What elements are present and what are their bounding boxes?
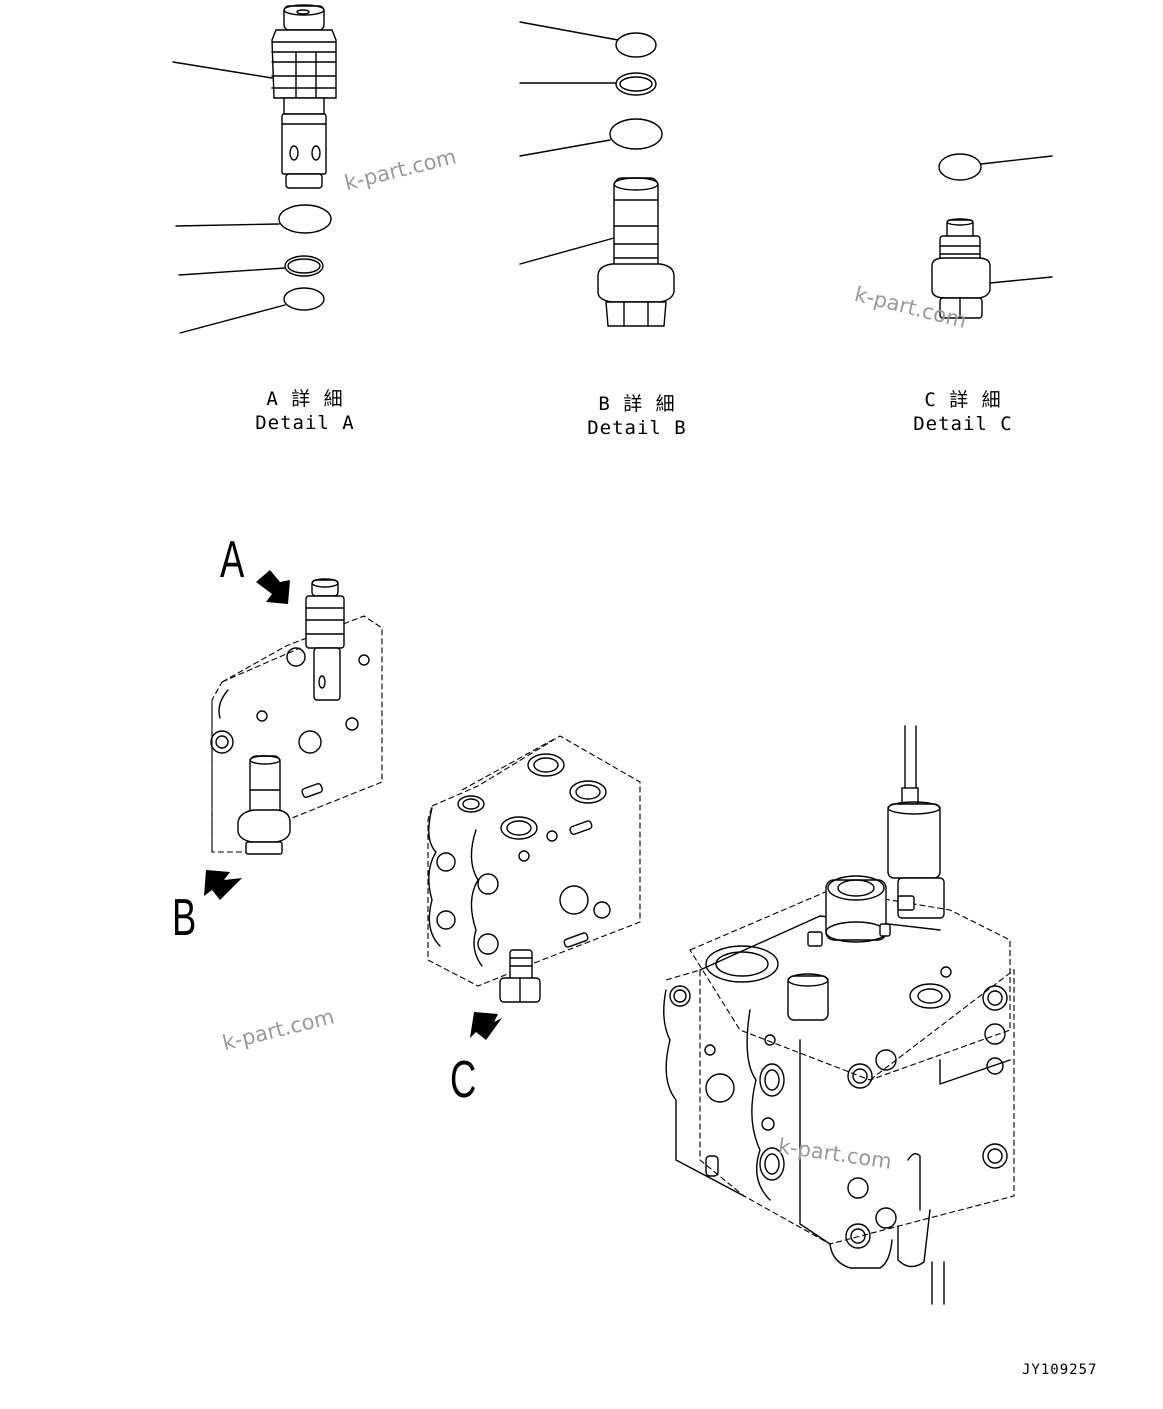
arrow-a xyxy=(256,570,290,604)
detail-c-caption: C 詳 細 Detail C xyxy=(888,388,1038,436)
detail-b-caption: B 詳 細 Detail B xyxy=(562,392,712,440)
valve-section-c xyxy=(427,735,641,1003)
detail-b-plug xyxy=(519,21,675,327)
detail-c-caption-jp: C 詳 細 xyxy=(924,389,1002,411)
detail-a-caption-en: Detail A xyxy=(255,412,355,434)
detail-c-check-valve xyxy=(931,153,1053,319)
detail-a-relief-valve xyxy=(172,4,337,334)
callout-b: B xyxy=(172,889,197,947)
detail-a-caption: A 詳 細 Detail A xyxy=(230,387,380,435)
arrow-c xyxy=(470,1012,502,1040)
callout-a: A xyxy=(220,531,245,589)
detail-a-caption-jp: A 詳 細 xyxy=(266,388,344,410)
callout-c: C xyxy=(450,1051,477,1109)
detail-b-caption-en: Detail B xyxy=(587,417,687,439)
detail-b-caption-jp: B 詳 細 xyxy=(598,393,676,415)
arrow-b xyxy=(204,870,242,900)
main-valve-assembly xyxy=(663,725,1015,1305)
detail-c-caption-en: Detail C xyxy=(913,413,1013,435)
drawing-number: JY109257 xyxy=(1022,1362,1098,1378)
valve-section-ab xyxy=(210,578,383,855)
